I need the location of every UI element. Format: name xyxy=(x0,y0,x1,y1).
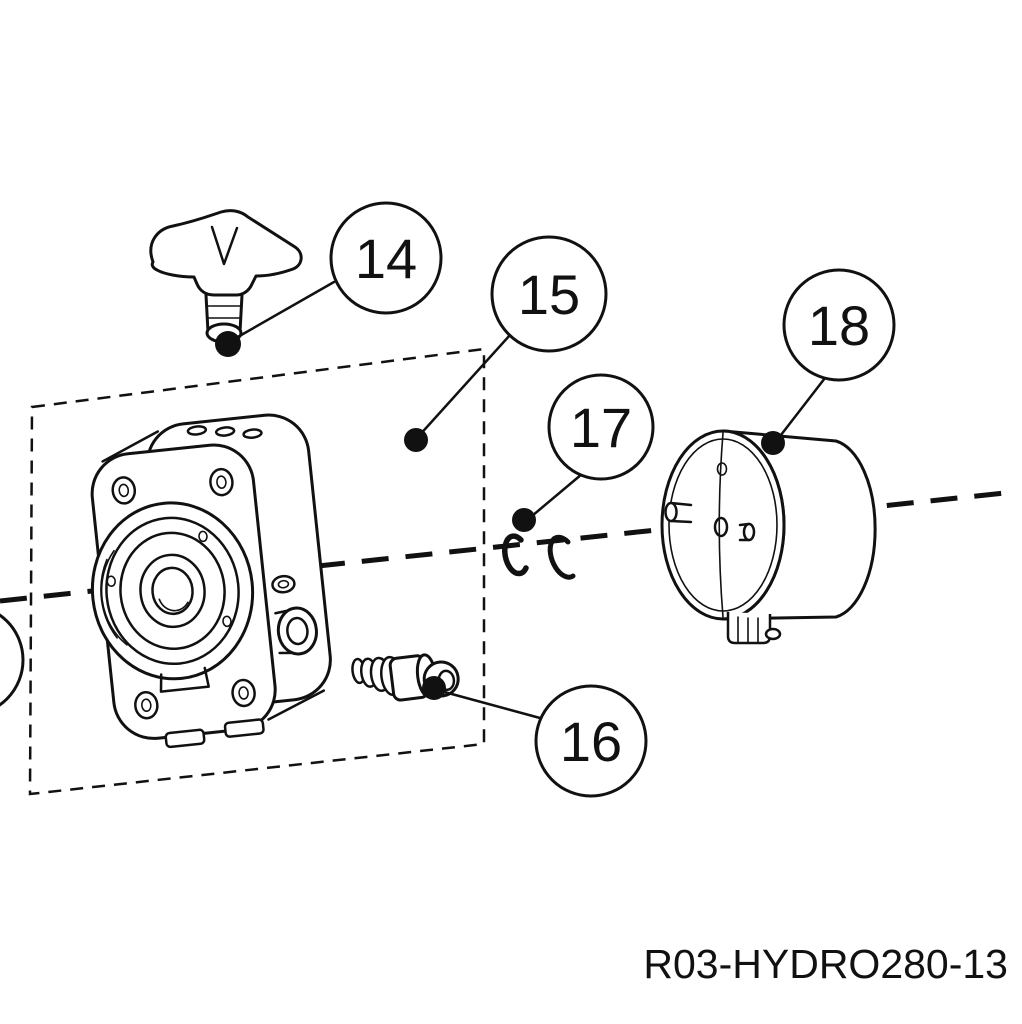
cover-center-hole xyxy=(713,516,729,538)
bearing-boss xyxy=(90,501,255,693)
bottom-fitting-body xyxy=(726,612,772,645)
knob-stem-sides xyxy=(204,293,244,334)
callout-circle-15 xyxy=(490,235,608,353)
leader-14 xyxy=(215,280,336,357)
leader-dot-15 xyxy=(404,428,428,452)
knob-cone-detail xyxy=(210,225,239,266)
end-cover-drawing xyxy=(660,429,877,645)
bolt-hole xyxy=(231,678,256,708)
leader-line-16 xyxy=(435,688,542,720)
callout-circle-14 xyxy=(329,201,443,315)
callout-circle-18 xyxy=(782,268,896,382)
callout-17: 17 xyxy=(547,373,655,481)
pump-body-drawing xyxy=(90,413,332,749)
cover-front-face xyxy=(660,429,786,621)
leader-dot-18 xyxy=(761,431,785,455)
flange-bolt-holes xyxy=(111,467,256,720)
callout-18: 18 xyxy=(782,268,896,382)
mount-foot xyxy=(164,728,206,749)
callout-14: 14 xyxy=(329,201,443,315)
side-port xyxy=(271,574,318,656)
leader-dot-14 xyxy=(215,331,241,357)
port-outer xyxy=(276,606,318,656)
part-code-label: R03-HYDRO280-13 xyxy=(643,941,1008,987)
callout-16: 16 xyxy=(534,684,648,798)
leader-18 xyxy=(761,376,827,455)
callout-label-15: 15 xyxy=(518,263,580,326)
mount-foot xyxy=(223,718,265,738)
leader-line-17 xyxy=(524,472,584,523)
centerline xyxy=(0,489,1015,604)
centerline-right-segment xyxy=(317,489,1015,569)
callout-label-14: 14 xyxy=(355,227,417,290)
bolt-hole-inner xyxy=(118,483,130,498)
t-handle-knob-drawing xyxy=(149,209,303,344)
knob-wing xyxy=(149,209,303,297)
bottom-fitting-nub xyxy=(764,627,782,641)
top-hole xyxy=(214,426,236,437)
coupler-fitting-drawing xyxy=(351,653,460,702)
cover-seam-line xyxy=(718,432,724,618)
cover-face-peg xyxy=(738,522,756,542)
cover-left-peg xyxy=(664,501,693,524)
pump-body-edge-bottom-right xyxy=(267,689,326,721)
leader-16 xyxy=(422,676,542,720)
boss-center-hole xyxy=(151,566,194,616)
bolt-hole xyxy=(111,476,137,505)
leader-line-14 xyxy=(234,280,336,340)
bolt-hole xyxy=(209,467,234,497)
callout-15: 15 xyxy=(490,235,608,353)
centerline-left-segment xyxy=(0,588,93,604)
bolt-hole-inner xyxy=(238,686,249,700)
bolt-hole xyxy=(134,690,159,720)
port-hole xyxy=(286,616,309,646)
port-stub-hole xyxy=(277,579,290,589)
callout-label-16: 16 xyxy=(560,710,622,773)
pump-body-edge-top-left xyxy=(101,430,160,463)
leader-15 xyxy=(404,333,512,452)
top-hole xyxy=(242,428,263,439)
bolt-hole-inner xyxy=(216,475,227,489)
boss-center-shade xyxy=(158,598,189,612)
bolt-hole-inner xyxy=(141,698,152,713)
bottom-fitting-ribs xyxy=(737,616,759,644)
leader-line-18 xyxy=(772,376,827,446)
retaining-clip-right xyxy=(547,534,576,580)
leader-dot-16 xyxy=(422,676,446,700)
callout-circle-16 xyxy=(534,684,648,798)
edge-callout-partial-circle xyxy=(0,613,25,707)
leader-dot-17 xyxy=(512,508,536,532)
cover-top-hole xyxy=(716,462,728,476)
callout-label-17: 17 xyxy=(570,396,632,459)
callout-label-18: 18 xyxy=(808,294,870,357)
ring-screw-hole xyxy=(222,615,232,628)
boss-bottom-tab xyxy=(159,666,210,693)
ring-screw-hole xyxy=(198,530,208,543)
callout-circle-17 xyxy=(547,373,655,481)
retaining-clips-drawing xyxy=(502,533,576,580)
retaining-clip-left xyxy=(502,533,529,577)
leader-line-15 xyxy=(415,333,512,440)
peg-end xyxy=(742,522,756,542)
peg-end xyxy=(664,501,678,523)
leader-17 xyxy=(512,472,584,532)
boss-thread-arc xyxy=(100,549,128,646)
port-stub xyxy=(271,574,296,594)
cover-bottom-fitting xyxy=(726,612,782,645)
top-hole xyxy=(186,425,208,436)
knob-stem-ribs xyxy=(205,305,243,319)
ring-screw-hole xyxy=(106,575,116,588)
assembly-boundary-box xyxy=(28,347,486,796)
